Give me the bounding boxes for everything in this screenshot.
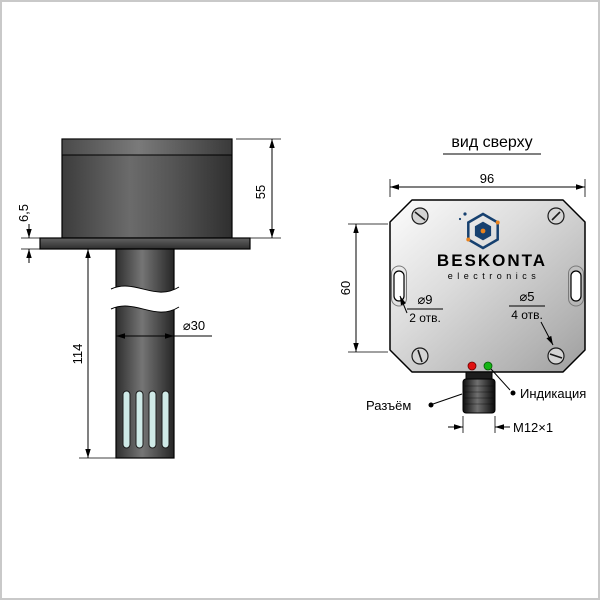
screw-slot: [414, 211, 426, 221]
screw-slot: [417, 349, 423, 363]
leader-line: [490, 368, 511, 391]
m12-connector: [462, 371, 496, 414]
dim-width: 96: [389, 171, 586, 197]
dim-text-d30: ⌀30: [183, 318, 205, 333]
note-hole-large: ⌀9 2 отв.: [399, 292, 443, 325]
screw-slot: [549, 353, 563, 359]
leader-line: [540, 321, 554, 346]
logo-dot: [495, 220, 500, 225]
mounting-slot-right: [570, 270, 582, 302]
brand-subtitle: electronics: [448, 271, 541, 281]
enclosure-top-plate: [389, 199, 586, 373]
dim-text-114: 114: [70, 344, 85, 365]
logo-dot: [466, 237, 471, 242]
label-backing: [175, 318, 215, 333]
vent-slot: [122, 390, 131, 449]
dim-probe-diameter: ⌀30: [116, 318, 215, 339]
logo-center-dot: [480, 228, 486, 234]
connector-collar: [465, 371, 493, 380]
hole-large-label: ⌀9: [417, 292, 432, 307]
dim-height: 60: [338, 223, 388, 353]
sensor-head-lid: [61, 138, 233, 156]
logo-dot: [458, 217, 462, 221]
dim-text-55: 55: [253, 185, 268, 199]
dim-text-m12: M12×1: [513, 420, 553, 435]
screw-slot: [551, 211, 561, 221]
dim-flange-thickness: 6,5: [16, 204, 40, 263]
connector-body: [462, 378, 496, 414]
callout-connector: Разъём: [366, 393, 463, 413]
indication-label: Индикация: [520, 386, 586, 401]
led-green: [483, 361, 493, 371]
hole-small-count: 4 отв.: [511, 308, 543, 322]
vent-slot: [148, 390, 157, 449]
hole-large-count: 2 отв.: [409, 311, 441, 325]
break-line-top: [110, 285, 180, 293]
vent-slot: [135, 390, 144, 449]
leader-line: [399, 295, 408, 314]
brand-logo: BESKONTA electronics: [437, 212, 547, 281]
connector-label: Разъём: [366, 398, 411, 413]
vent-slot: [161, 390, 170, 449]
callout-indication: Индикация: [490, 368, 586, 401]
hole-small-label: ⌀5: [519, 289, 534, 304]
side-view: 55 6,5 114 ⌀30: [16, 138, 281, 459]
dim-probe-length: 114: [70, 249, 116, 459]
connector-threads: [464, 385, 494, 405]
mounting-slots: [391, 265, 584, 307]
dim-text-60: 60: [338, 281, 353, 295]
dim-body-height: 55: [236, 138, 281, 239]
brand-name: BESKONTA: [437, 251, 547, 270]
top-view: вид сверху 96: [338, 134, 586, 435]
vent-slots: [122, 390, 170, 449]
leader-dot: [510, 390, 516, 396]
leader-line: [432, 393, 463, 405]
slot-boss: [568, 265, 584, 307]
logo-dot: [463, 212, 467, 216]
mounting-flange: [39, 237, 251, 250]
mounting-slot-left: [393, 270, 405, 302]
slot-boss: [391, 265, 407, 307]
dim-thread: M12×1: [448, 416, 553, 435]
break-line-bottom: [110, 305, 180, 313]
dim-text-96: 96: [480, 171, 494, 186]
led-red: [467, 361, 477, 371]
leader-dot: [428, 402, 434, 408]
view-title: вид сверху: [451, 134, 532, 151]
dim-text-6-5: 6,5: [16, 204, 31, 222]
note-hole-small: ⌀5 4 отв.: [509, 289, 554, 346]
corner-screws: [411, 207, 565, 365]
